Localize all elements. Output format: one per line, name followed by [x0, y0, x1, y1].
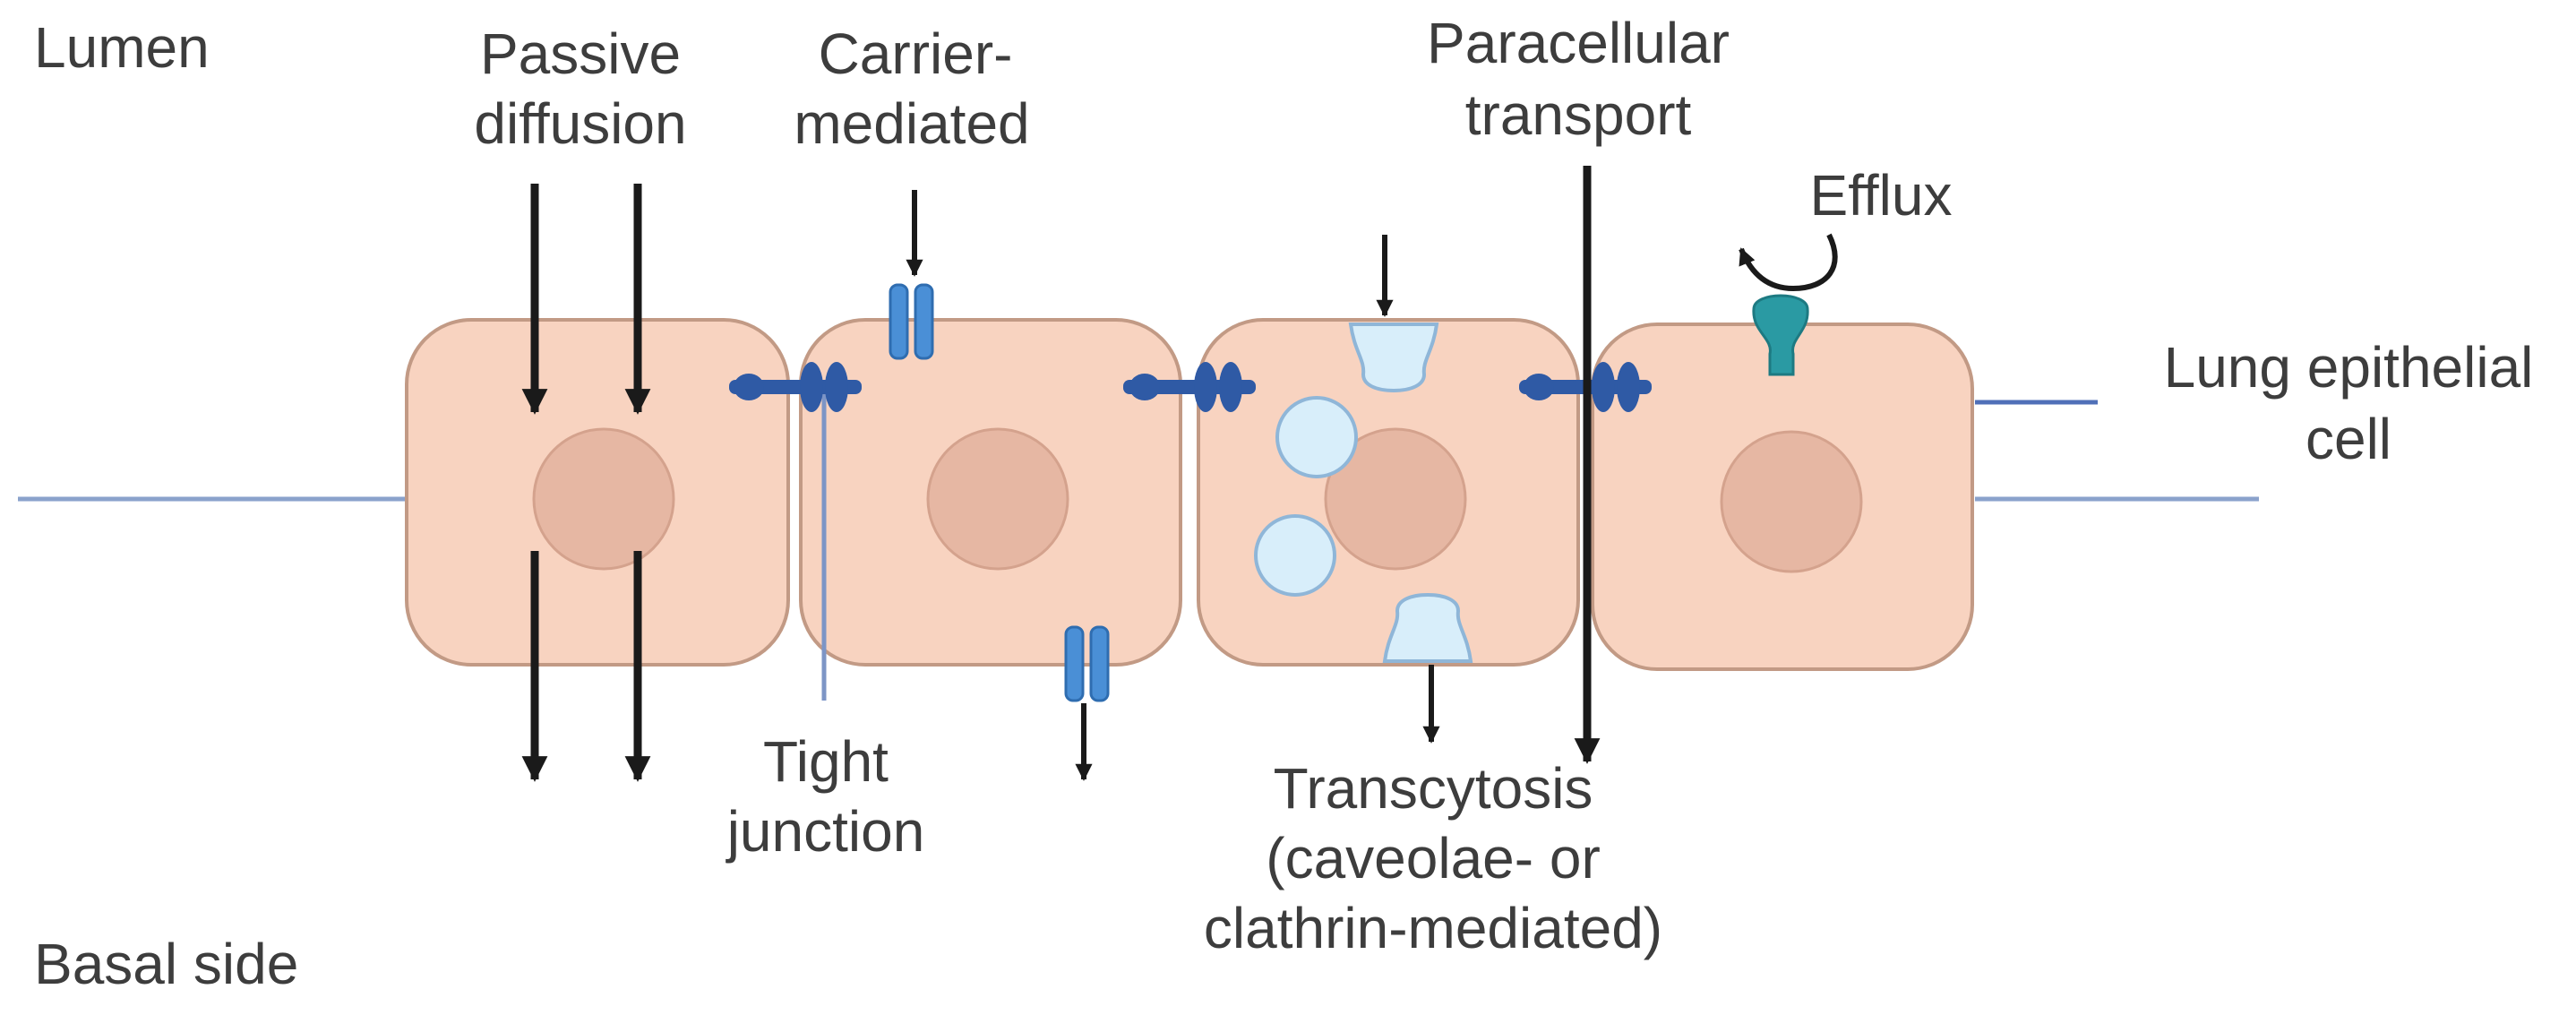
efflux-arrow	[1739, 233, 1838, 292]
passive-diffusion-label-line2: diffusion	[474, 91, 686, 156]
passive-diffusion-label-line1: Passive	[480, 22, 681, 86]
vesicle-1	[1275, 396, 1358, 478]
nucleus-4	[1720, 430, 1863, 573]
lung-epithelial-cell-label-line2: cell	[2306, 407, 2391, 471]
transcytosis-label-line1: Transcytosis	[1274, 756, 1593, 821]
paracellular-transport-label-line2: transport	[1465, 82, 1692, 147]
lung-epithelial-cell-label-line1: Lung epithelial	[2164, 335, 2534, 400]
lumen-label: Lumen	[34, 15, 210, 80]
nucleus-1	[532, 427, 675, 571]
efflux-label: Efflux	[1810, 163, 1953, 228]
carrier-mediated-label-line2: mediated	[794, 91, 1029, 156]
nucleus-2	[926, 427, 1069, 571]
tight-junction-2	[1123, 362, 1256, 412]
tight-junction-label-line2: junction	[726, 799, 925, 864]
caveola-apical	[1348, 323, 1439, 393]
tight-junction-label-line1: Tight	[763, 729, 889, 794]
carrier-mediated-label-line1: Carrier-	[819, 22, 1013, 86]
efflux-pump	[1752, 294, 1809, 376]
carrier-protein-basal	[1064, 625, 1110, 702]
caveola-basal	[1382, 592, 1473, 663]
transcytosis-label-line3: clathrin-mediated)	[1204, 896, 1662, 960]
nucleus-3	[1324, 427, 1467, 571]
vesicle-2	[1254, 514, 1336, 597]
carrier-protein-apical	[889, 283, 934, 360]
paracellular-transport-label-line1: Paracellular	[1427, 11, 1730, 75]
basal-side-label: Basal side	[34, 932, 298, 996]
tight-junction-1	[729, 362, 862, 412]
transcytosis-label-line2: (caveolae- or	[1266, 826, 1601, 890]
